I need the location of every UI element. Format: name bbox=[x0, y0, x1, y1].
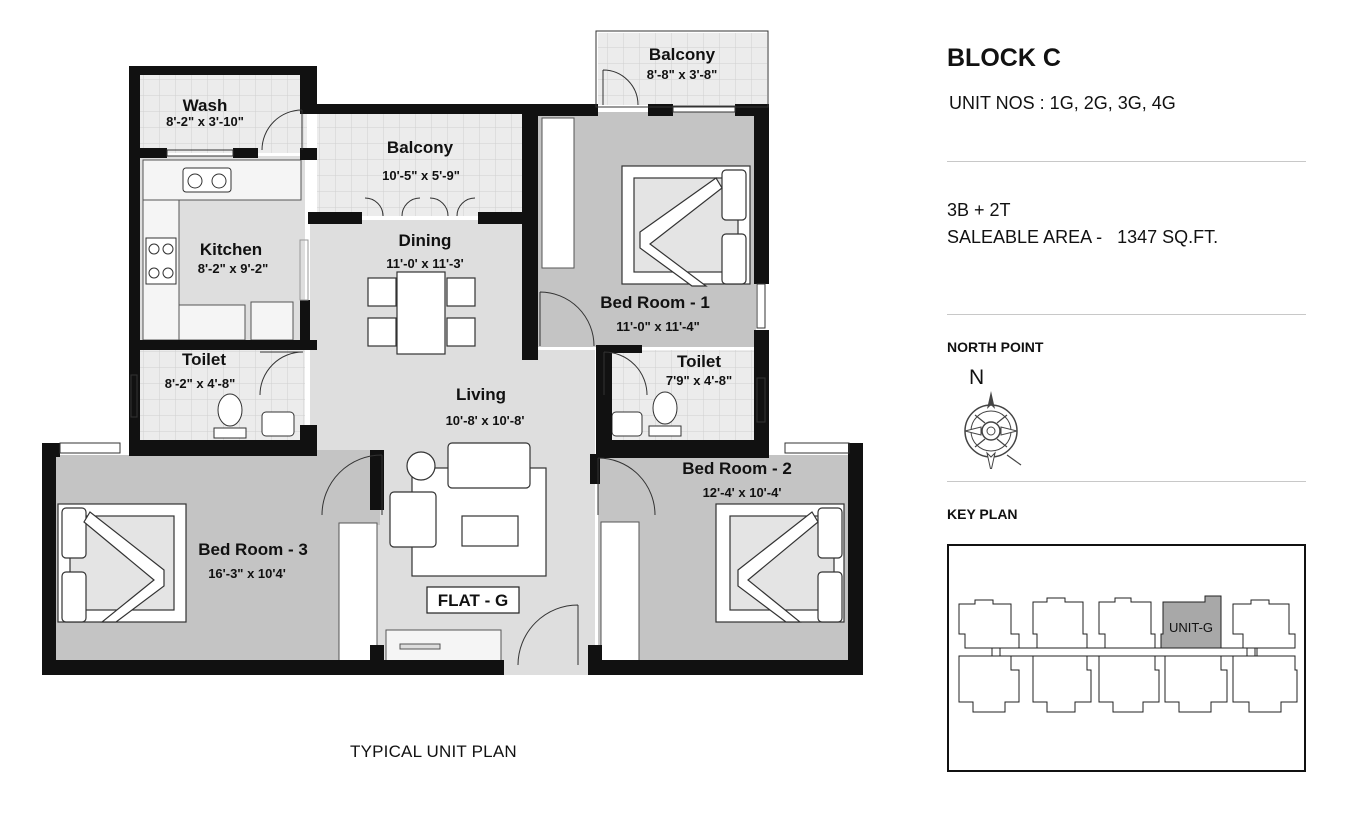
floor-plan: Balcony 8'-8" x 3'-8" Wash 8'-2" x 3'-10… bbox=[42, 30, 863, 675]
fridge bbox=[250, 301, 294, 341]
key-unit-top-5 bbox=[1232, 599, 1296, 649]
toilet-left-dims: 8'-2" x 4'-8" bbox=[165, 376, 236, 391]
kitchen-name: Kitchen bbox=[200, 240, 262, 259]
divider bbox=[947, 161, 1306, 162]
walls bbox=[42, 66, 863, 675]
key-unit-bottom-3 bbox=[1098, 655, 1160, 713]
saleable-area-value: 1347 SQ.FT. bbox=[1117, 227, 1219, 247]
balcony-top-dims: 8'-8" x 3'-8" bbox=[647, 67, 718, 82]
bedroom1-name: Bed Room - 1 bbox=[600, 293, 710, 312]
living-furniture bbox=[389, 442, 547, 577]
balcony-mid-name: Balcony bbox=[387, 138, 454, 157]
key-unit-top-1 bbox=[958, 599, 1020, 649]
key-unit-bottom-4 bbox=[1164, 655, 1228, 713]
kitchen-dims: 8'-2" x 9'-2" bbox=[198, 261, 269, 276]
unit-numbers: UNIT NOS : 1G, 2G, 3G, 4G bbox=[949, 93, 1176, 113]
divider bbox=[947, 481, 1306, 482]
wardrobe-bedroom2 bbox=[600, 521, 640, 665]
bedroom1-dims: 11'-0" x 11'-4" bbox=[616, 319, 700, 334]
key-unit-bottom-5 bbox=[1232, 655, 1298, 713]
beds bbox=[57, 165, 845, 623]
flat-label: FLAT - G bbox=[426, 586, 520, 614]
key-unit-top-2 bbox=[1032, 597, 1088, 649]
dining-name: Dining bbox=[399, 231, 452, 250]
wardrobe-bedroom3 bbox=[338, 522, 378, 664]
toilet-right-dims: 7'9" x 4'-8" bbox=[666, 373, 732, 388]
saleable-area: SALEABLE AREA - 1347 SQ.FT. bbox=[947, 227, 1218, 248]
dining-dims: 11'-0' x 11'-3' bbox=[386, 256, 463, 271]
kitchen-fixtures bbox=[145, 167, 232, 285]
bedroom3-name: Bed Room - 3 bbox=[198, 540, 308, 559]
toilet-left-name: Toilet bbox=[182, 350, 226, 369]
toilet-right-name: Toilet bbox=[677, 352, 721, 371]
door-swings bbox=[259, 69, 656, 666]
balcony-top-floor bbox=[598, 33, 767, 105]
key-unit-bottom-1 bbox=[958, 655, 1020, 713]
kitchen-counter-bottom bbox=[178, 304, 246, 341]
north-letter: N bbox=[969, 366, 985, 389]
divider bbox=[947, 314, 1306, 315]
wash-name: Wash bbox=[183, 96, 228, 115]
dining-table bbox=[367, 271, 476, 355]
balcony-mid-dims: 10'-5" x 5'-9" bbox=[382, 168, 460, 183]
key-unit-top-4-highlight bbox=[1160, 595, 1222, 649]
wash-dims: 8'-2" x 3'-10" bbox=[166, 114, 244, 129]
passage-floor bbox=[310, 450, 380, 525]
wash-floor bbox=[137, 73, 307, 153]
wardrobe-bedroom1 bbox=[541, 117, 575, 269]
flat-label-text: FLAT - G bbox=[438, 591, 509, 610]
key-unit-bottom-2 bbox=[1032, 655, 1092, 713]
key-unit-top-3 bbox=[1098, 597, 1156, 649]
north-point-label: NORTH POINT bbox=[947, 339, 1044, 355]
block-title: BLOCK C bbox=[947, 44, 1061, 72]
foyer-shelf-inner bbox=[399, 643, 441, 650]
balcony-top-name: Balcony bbox=[649, 45, 716, 64]
balcony-mid-floor bbox=[317, 112, 524, 216]
living-dims: 10'-8' x 10'-8' bbox=[446, 413, 525, 428]
room-labels: Balcony 8'-8" x 3'-8" Wash 8'-2" x 3'-10… bbox=[165, 45, 792, 581]
key-plan: UNIT-G bbox=[947, 544, 1306, 772]
bedroom2-dims: 12'-4' x 10'-4' bbox=[703, 485, 782, 500]
unit-configuration: 3B + 2T bbox=[947, 200, 1011, 220]
plan-caption: TYPICAL UNIT PLAN bbox=[350, 742, 517, 761]
toilet-fixtures bbox=[213, 391, 682, 439]
key-plan-unit-label: UNIT-G bbox=[1169, 620, 1213, 635]
bedroom2-name: Bed Room - 2 bbox=[682, 459, 792, 478]
compass-icon bbox=[964, 391, 1022, 469]
key-plan-label: KEY PLAN bbox=[947, 506, 1018, 522]
bedroom3-dims: 16'-3" x 10'4' bbox=[208, 566, 286, 581]
windows bbox=[59, 30, 850, 454]
saleable-area-label: SALEABLE AREA - bbox=[947, 227, 1103, 247]
living-name: Living bbox=[456, 385, 506, 404]
